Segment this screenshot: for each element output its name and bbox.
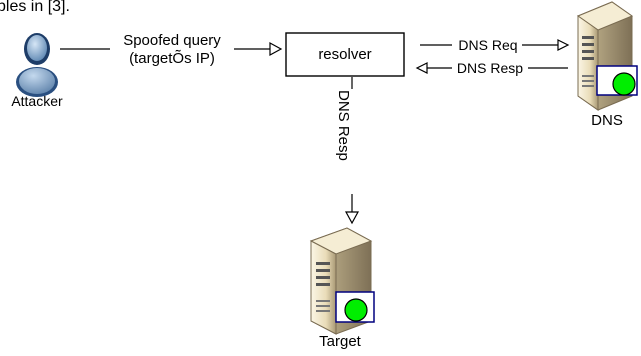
spoofed-query-label-line1: Spoofed query — [123, 32, 221, 49]
dns-label: DNS — [591, 112, 623, 129]
resolver-label: resolver — [318, 46, 371, 63]
spoofed-query-arrowhead — [269, 41, 283, 57]
target-server-icon — [309, 227, 375, 335]
dns-server-icon — [576, 1, 638, 111]
attacker-label: Attacker — [11, 93, 63, 109]
attacker-icon — [16, 33, 58, 97]
target-label: Target — [319, 333, 362, 350]
dns-resp-arrowhead — [415, 62, 428, 74]
caption-fragment: ples in [3]. — [0, 0, 70, 15]
target-status-dot — [344, 298, 368, 322]
dns-resp-target-label: DNS Resp — [335, 90, 352, 161]
resolver-box — [285, 32, 405, 77]
dns-status-dot — [612, 72, 636, 96]
dns-req-label: DNS Req — [458, 37, 517, 53]
dns-resp-label: DNS Resp — [457, 60, 523, 76]
dns-req-arrowhead — [557, 39, 570, 51]
spoofed-query-label-line2: (targetÕs IP) — [129, 50, 215, 67]
resolver-target-arrowhead — [344, 211, 360, 225]
